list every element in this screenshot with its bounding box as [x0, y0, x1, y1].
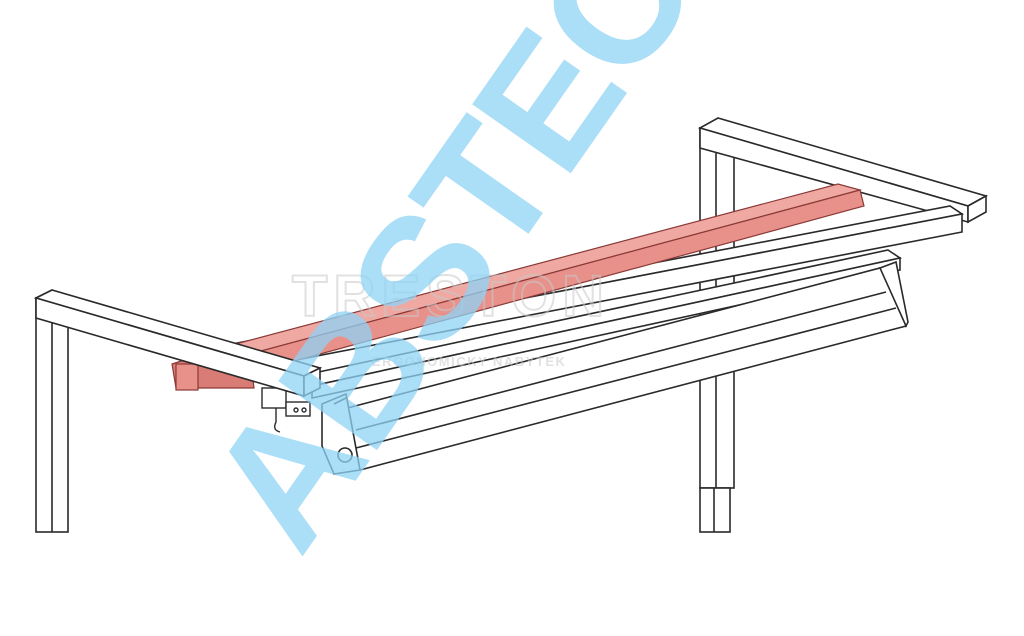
front-long-rail	[298, 249, 903, 399]
left-post	[35, 289, 69, 533]
watermark-brand-sub: ERGONOMICKY NABYTEK	[372, 354, 566, 369]
back-right-beam	[697, 117, 989, 224]
watermark-brand-main: TRESTON	[292, 264, 610, 329]
lamp-housing	[321, 260, 909, 475]
watermark-treston: TRESTON ERGONOMICKY NABYTEK	[291, 263, 610, 369]
front-left-beam	[33, 289, 323, 398]
